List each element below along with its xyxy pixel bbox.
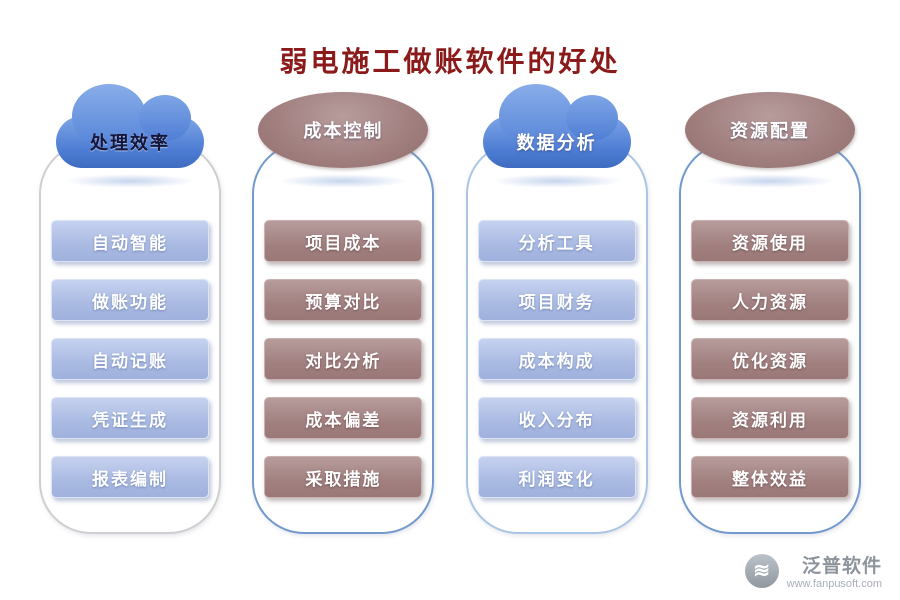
- brand-name: 泛普软件: [801, 556, 882, 577]
- brand-url: www.fanpusoft.com: [786, 578, 882, 590]
- item-button: 采取措施: [264, 456, 423, 498]
- item-button: 资源使用: [690, 220, 849, 262]
- item-button: 自动记账: [51, 338, 209, 380]
- item-button: 预算对比: [264, 279, 423, 321]
- column-header-label: 数据分析: [516, 133, 597, 153]
- item-button: 对比分析: [264, 338, 423, 380]
- item-button: 项目财务: [477, 279, 636, 321]
- item-button: 整体效益: [690, 456, 849, 498]
- column-panel-data-analysis: 分析工具项目财务成本构成收入分布利润变化: [465, 142, 648, 534]
- cloud-shape: 处理效率: [56, 84, 204, 168]
- column-panel-efficiency: 自动智能做账功能自动记账凭证生成报表编制: [39, 142, 221, 534]
- column-resource-allocation: 资源配置资源使用人力资源优化资源资源利用整体效益: [670, 84, 870, 534]
- column-cost-control: 成本控制项目成本预算对比对比分析成本偏差采取措施: [243, 84, 443, 534]
- item-button: 成本偏差: [264, 397, 423, 439]
- column-efficiency: 处理效率自动智能做账功能自动记账凭证生成报表编制: [30, 84, 230, 534]
- column-panel-resource-allocation: 资源使用人力资源优化资源资源利用整体效益: [678, 142, 861, 534]
- item-button: 项目成本: [264, 220, 423, 262]
- item-button: 报表编制: [51, 456, 209, 498]
- item-button: 人力资源: [690, 279, 849, 321]
- ellipse-shape: 成本控制: [258, 92, 429, 168]
- column-header-efficiency: 处理效率: [30, 84, 230, 188]
- item-button: 优化资源: [690, 338, 849, 380]
- item-button: 收入分布: [477, 397, 636, 439]
- cloud-shape: 数据分析: [482, 84, 631, 168]
- brand-text-block: 泛普软件 www.fanpusoft.com: [787, 551, 882, 590]
- columns: 处理效率自动智能做账功能自动记账凭证生成报表编制成本控制项目成本预算对比对比分析…: [0, 84, 900, 534]
- item-button: 凭证生成: [51, 397, 209, 439]
- footer-brand: ≋ 泛普软件 www.fanpusoft.com: [744, 551, 882, 590]
- column-panel-cost-control: 项目成本预算对比对比分析成本偏差采取措施: [252, 142, 435, 534]
- column-header-label: 成本控制: [303, 121, 384, 141]
- column-header-label: 资源配置: [729, 121, 810, 141]
- item-button: 利润变化: [477, 456, 636, 498]
- ellipse-shape: 资源配置: [684, 92, 855, 168]
- page-title: 弱电施工做账软件的好处: [279, 47, 621, 78]
- header-reflection: [277, 174, 410, 188]
- column-header-resource-allocation: 资源配置: [670, 84, 870, 188]
- column-header-data-analysis: 数据分析: [457, 84, 657, 188]
- item-button: 做账功能: [51, 279, 209, 321]
- header-reflection: [490, 174, 623, 188]
- column-data-analysis: 数据分析分析工具项目财务成本构成收入分布利润变化: [457, 84, 657, 534]
- fanpu-logo-icon: ≋: [744, 553, 779, 588]
- item-button: 分析工具: [477, 220, 636, 262]
- item-button: 资源利用: [690, 397, 849, 439]
- item-button: 成本构成: [477, 338, 636, 380]
- header-reflection: [703, 174, 836, 188]
- header-reflection: [64, 174, 196, 188]
- column-header-cost-control: 成本控制: [243, 84, 443, 188]
- column-header-label: 处理效率: [90, 133, 170, 153]
- item-button: 自动智能: [51, 220, 209, 262]
